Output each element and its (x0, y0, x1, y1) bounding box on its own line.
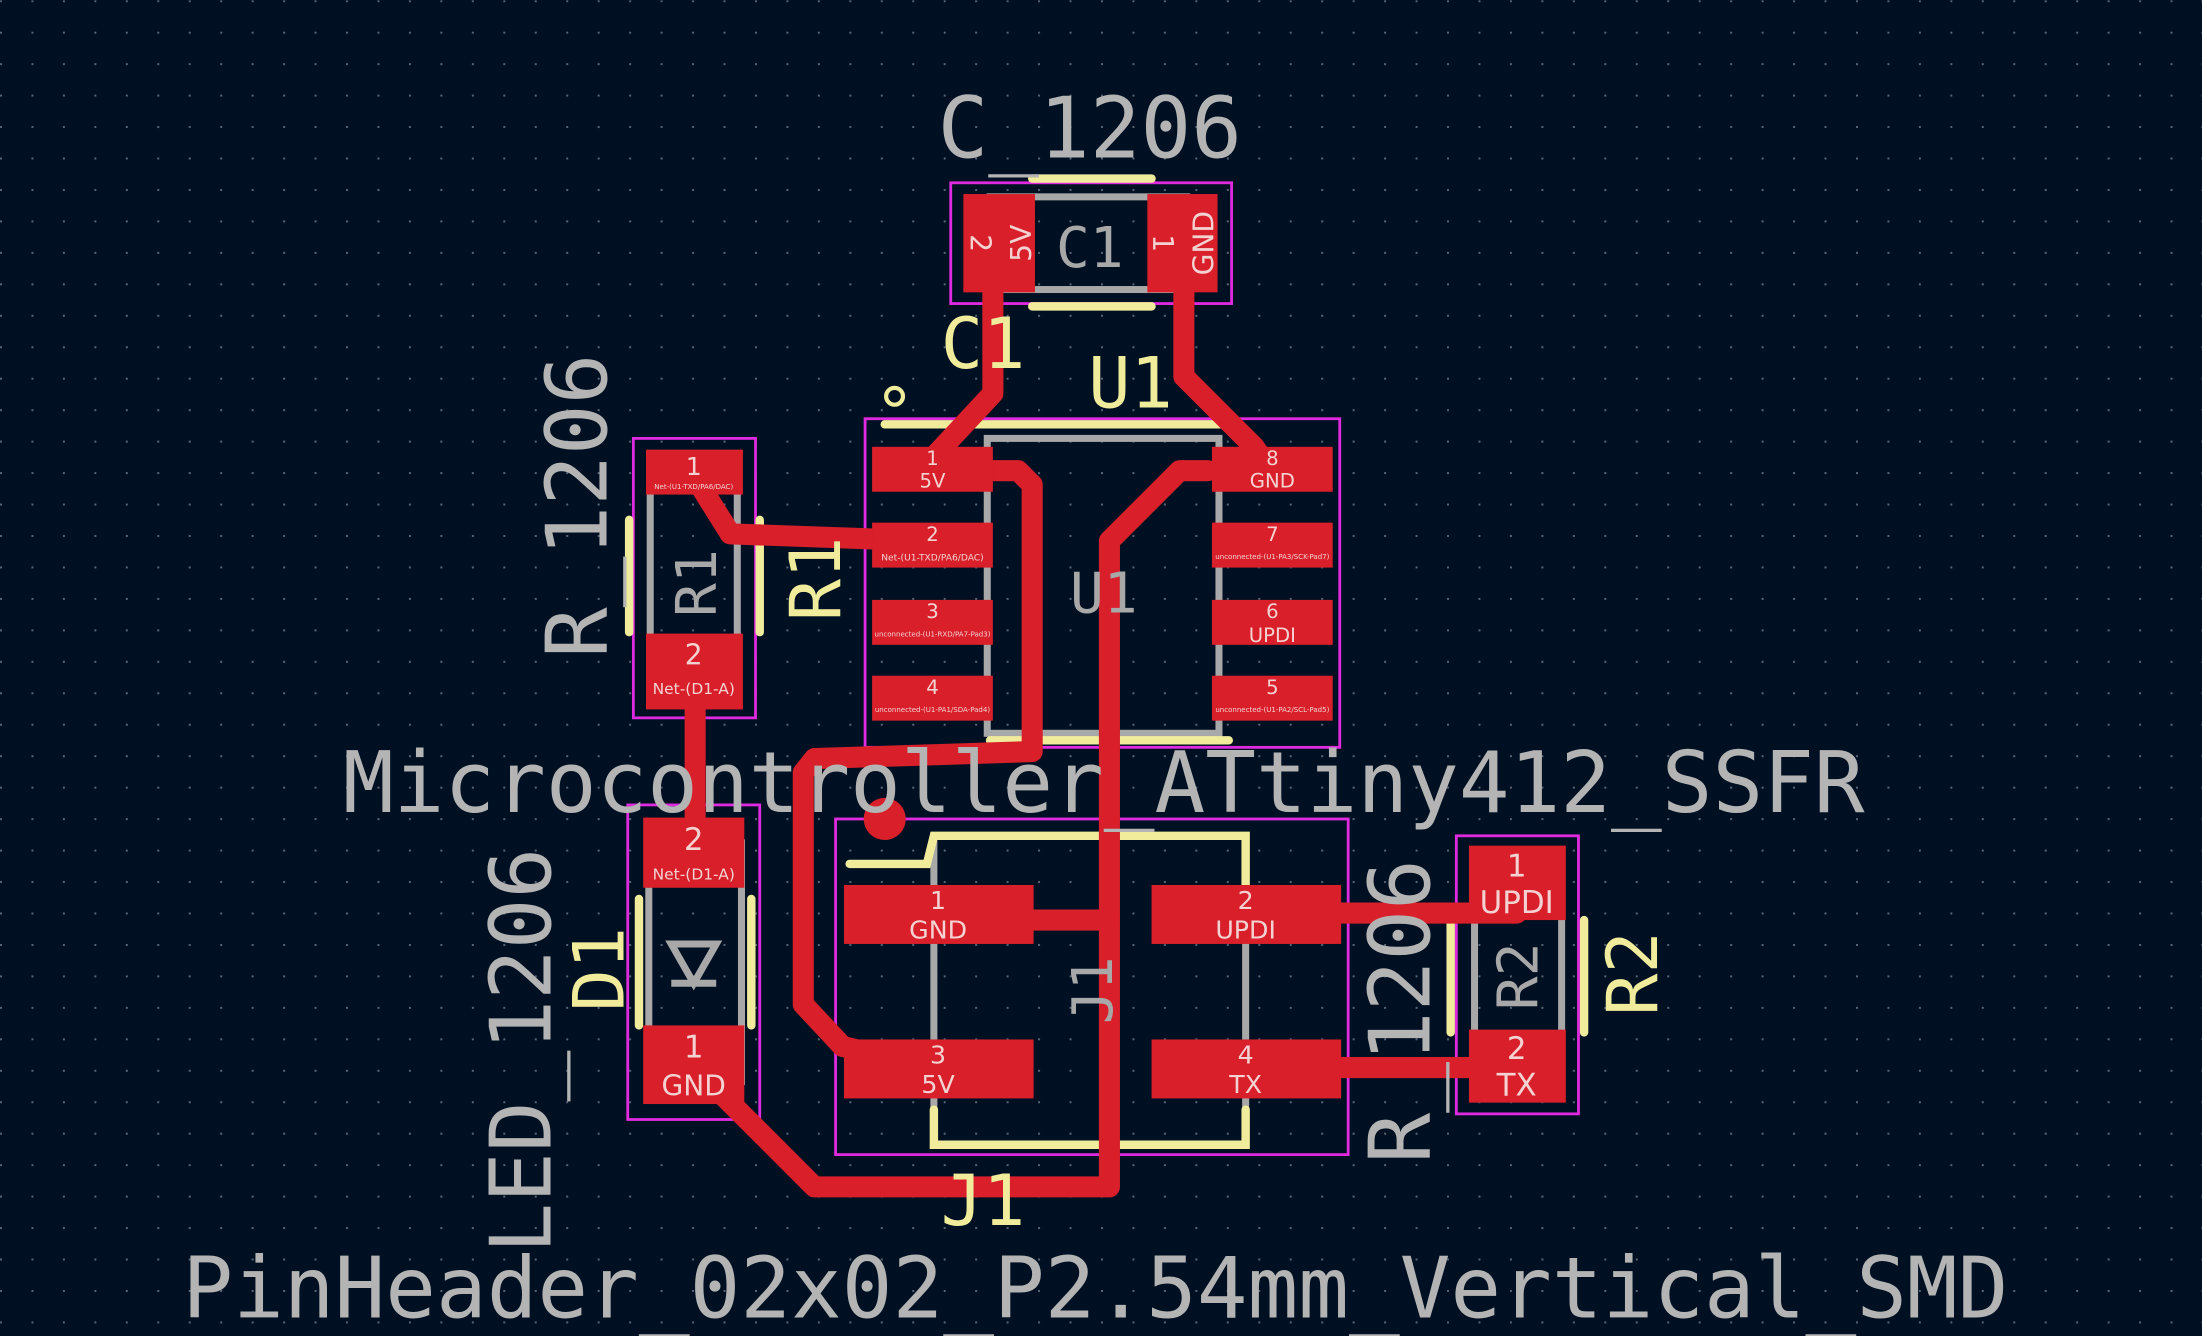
pad[interactable] (1468, 845, 1566, 921)
pad[interactable] (844, 1039, 1034, 1099)
pad[interactable] (643, 1025, 745, 1105)
svg-text:5: 5 (1266, 676, 1279, 699)
svg-text:Net-(D1-A): Net-(D1-A) (653, 680, 735, 698)
pad[interactable] (643, 817, 745, 888)
footprint-value: Microcontroller_ATtiny412_SSFR (343, 734, 1865, 832)
pad[interactable] (1147, 194, 1218, 293)
pad[interactable] (1211, 446, 1333, 492)
svg-text:7: 7 (1266, 523, 1279, 546)
svg-text:4: 4 (1238, 1040, 1254, 1069)
footprint-value: R_1206 (529, 354, 627, 658)
pad[interactable] (1468, 1029, 1566, 1103)
svg-text:3: 3 (926, 600, 939, 623)
pad[interactable] (872, 599, 993, 645)
pad[interactable] (1151, 884, 1342, 944)
svg-text:GND: GND (1250, 470, 1295, 493)
svg-text:2: 2 (685, 638, 703, 671)
pad[interactable] (645, 449, 743, 495)
pad[interactable] (872, 675, 993, 721)
svg-text:Net-(U1-TXD/PA6/DAC): Net-(U1-TXD/PA6/DAC) (881, 554, 983, 564)
pad[interactable] (1211, 522, 1333, 568)
svg-text:unconnected-(U1-PA3/SCK-Pad7): unconnected-(U1-PA3/SCK-Pad7) (1215, 552, 1329, 561)
svg-text:3: 3 (930, 1040, 946, 1069)
pad-net: GND (1187, 211, 1220, 275)
svg-text:6: 6 (1266, 600, 1279, 623)
svg-text:1: 1 (1507, 849, 1527, 885)
svg-text:5V: 5V (920, 470, 947, 493)
silk-reference: C1 (941, 303, 1026, 385)
footprint-r2[interactable]: 1 UPDI 2 TX R2 R2 R_1206 (1352, 845, 1675, 1164)
svg-text:GND: GND (662, 1070, 726, 1103)
silk-reference: U1 (1088, 342, 1173, 424)
svg-text:4: 4 (926, 676, 939, 699)
pad[interactable] (1211, 675, 1333, 721)
footprint-u1[interactable]: 1 5V 2 Net-(U1-TXD/PA6/DAC) 3 unconnecte… (343, 342, 1865, 831)
footprint-value: R_1206 (1352, 859, 1450, 1163)
svg-text:GND: GND (909, 915, 967, 944)
svg-text:TX: TX (1496, 1068, 1537, 1104)
pad[interactable] (645, 633, 743, 710)
svg-text:UPDI: UPDI (1249, 624, 1296, 647)
fab-reference: U1 (1070, 562, 1138, 627)
svg-text:unconnected-(U1-PA2/SCL-Pad5): unconnected-(U1-PA2/SCL-Pad5) (1215, 705, 1329, 714)
footprint-value: C_1206 (938, 80, 1242, 178)
silk-reference: D1 (559, 927, 641, 1012)
svg-text:unconnected-(U1-PA1/SDA-Pad4): unconnected-(U1-PA1/SDA-Pad4) (875, 705, 990, 714)
pad-number: 2 (963, 234, 996, 252)
svg-text:2: 2 (1507, 1031, 1527, 1067)
footprint-j1[interactable]: 1 GND 2 UPDI 3 5V 4 TX J1 J1 PinHeader_0… (182, 884, 2008, 1336)
svg-text:2: 2 (1238, 886, 1254, 915)
svg-text:1: 1 (926, 447, 939, 470)
pad[interactable] (963, 194, 1035, 293)
footprint-d1[interactable]: 2 Net-(D1-A) 1 GND D1 LED_1206 (473, 817, 745, 1254)
svg-text:2: 2 (684, 822, 704, 858)
svg-text:5V: 5V (921, 1070, 955, 1099)
silk-reference: R2 (1592, 931, 1674, 1016)
footprint-r1[interactable]: 1 Net-(U1-TXD/PA6/DAC) 2 Net-(D1-A) R1 R… (529, 354, 857, 710)
footprint-value: PinHeader_02x02_P2.54mm_Vertical_SMD (182, 1240, 2008, 1336)
fab-reference: C1 (1056, 216, 1124, 281)
pad[interactable] (1211, 599, 1333, 645)
svg-text:1: 1 (930, 886, 946, 915)
svg-text:8: 8 (1266, 447, 1279, 470)
pad-number: 1 (1146, 234, 1179, 252)
pad[interactable] (872, 522, 993, 568)
svg-text:Net-(D1-A): Net-(D1-A) (653, 865, 735, 883)
svg-text:2: 2 (926, 523, 939, 546)
pad[interactable] (872, 446, 993, 492)
fab-reference: J1 (1061, 956, 1126, 1024)
fab-reference: R2 (1487, 942, 1552, 1010)
silk-reference: J1 (941, 1160, 1026, 1242)
svg-text:unconnected-(U1-RXD/PA7-Pad3): unconnected-(U1-RXD/PA7-Pad3) (875, 629, 991, 638)
fab-reference: R1 (665, 549, 730, 617)
svg-text:UPDI: UPDI (1480, 885, 1554, 921)
footprint-value: LED_1206 (473, 848, 571, 1254)
svg-text:UPDI: UPDI (1215, 915, 1276, 944)
pad[interactable] (1151, 1039, 1342, 1099)
pad[interactable] (844, 884, 1034, 944)
svg-text:Net-(U1-TXD/PA6/DAC): Net-(U1-TXD/PA6/DAC) (654, 482, 733, 491)
svg-text:1: 1 (684, 1030, 704, 1066)
footprint-c1[interactable]: 2 5V 1 GND C1 C_1206 C1 (938, 80, 1242, 386)
svg-text:TX: TX (1228, 1070, 1262, 1099)
pad-net: 5V (1005, 225, 1038, 262)
svg-text:1: 1 (686, 452, 702, 481)
silk-reference: R1 (775, 537, 857, 622)
pad-labels: 1 5V 2 Net-(U1-TXD/PA6/DAC) 3 unconnecte… (875, 447, 1330, 714)
